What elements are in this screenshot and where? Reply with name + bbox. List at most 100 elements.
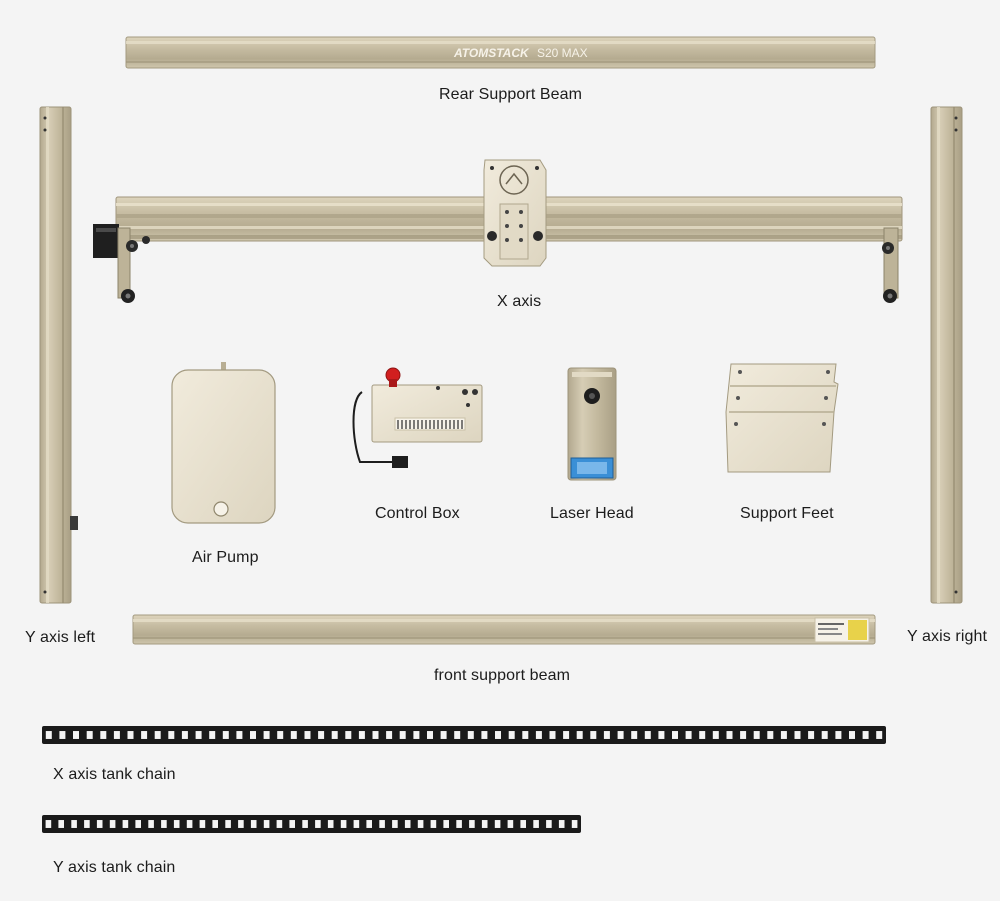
- chain-link: [195, 731, 202, 739]
- chain-link: [494, 820, 501, 828]
- chain-link: [495, 731, 501, 739]
- chain-link: [276, 820, 283, 828]
- chain-link: [617, 731, 624, 739]
- chain-link: [250, 731, 256, 739]
- chain-link: [399, 731, 406, 739]
- chain-link: [740, 731, 747, 739]
- chain-link: [302, 820, 308, 828]
- chain-link: [876, 731, 883, 739]
- chain-link: [546, 820, 552, 828]
- chain-link: [277, 731, 284, 739]
- chain-link: [481, 731, 488, 739]
- chain-link: [222, 731, 229, 739]
- chain-link: [644, 731, 651, 739]
- support-feet: [725, 363, 839, 473]
- chain-link: [73, 731, 79, 739]
- chain-link: [508, 731, 515, 739]
- chain-link: [86, 731, 93, 739]
- chain-link: [168, 731, 175, 739]
- chain-link: [699, 731, 706, 739]
- chain-link: [522, 731, 529, 739]
- chain-link: [199, 820, 206, 828]
- chain-link: [576, 731, 583, 739]
- chain-link: [148, 820, 154, 828]
- chain-link: [236, 731, 243, 739]
- chain-link: [849, 731, 855, 739]
- chain-link: [366, 820, 372, 828]
- chain-link: [173, 820, 180, 828]
- chain-link: [290, 731, 297, 739]
- beam-logo: ATOMSTACK: [453, 46, 530, 60]
- chain-link: [161, 820, 167, 828]
- chain-link: [780, 731, 787, 739]
- chain-link: [250, 820, 257, 828]
- label-y-axis-tank-chain: Y axis tank chain: [53, 859, 176, 876]
- beam-model: S20 MAX: [537, 46, 588, 60]
- chain-link: [726, 731, 733, 739]
- chain-link: [631, 731, 638, 739]
- chain-link: [100, 731, 107, 739]
- chain-link: [238, 820, 244, 828]
- chain-link: [209, 731, 216, 739]
- chain-link: [481, 820, 488, 828]
- chain-link: [304, 731, 311, 739]
- chain-link: [59, 731, 66, 739]
- control-box: [352, 367, 483, 468]
- chain-link: [794, 731, 801, 739]
- laser-head: [567, 367, 617, 481]
- chain-link: [454, 731, 461, 739]
- chain-link: [590, 731, 597, 739]
- chain-link: [658, 731, 665, 739]
- chain-link: [340, 820, 347, 828]
- chain-link: [379, 820, 385, 828]
- chain-link: [318, 731, 325, 739]
- chain-link: [113, 731, 120, 739]
- chain-link: [571, 820, 578, 828]
- air-pump: [171, 362, 276, 524]
- chain-link: [440, 731, 447, 739]
- rear-support-beam: ATOMSTACK S20 MAX: [125, 36, 876, 69]
- chain-link: [753, 731, 760, 739]
- chain-link: [835, 731, 842, 739]
- chain-link: [372, 731, 379, 739]
- label-front-support-beam: front support beam: [434, 667, 571, 684]
- x-axis-tank-chain: [42, 726, 886, 744]
- chain-link: [404, 820, 411, 828]
- chain-link: [212, 820, 218, 828]
- chain-link: [430, 820, 437, 828]
- chain-link: [417, 820, 424, 828]
- chain-link: [353, 820, 360, 828]
- chain-link: [345, 731, 352, 739]
- label-x-axis-tank-chain: X axis tank chain: [53, 766, 176, 783]
- chain-link: [563, 731, 570, 739]
- y-axis-tank-chain: [42, 815, 581, 833]
- chain-link: [141, 731, 148, 739]
- chain-link: [127, 731, 134, 739]
- label-laser-head: Laser Head: [550, 505, 634, 522]
- chain-link: [821, 731, 828, 739]
- chain-link: [96, 820, 103, 828]
- chain-link: [186, 820, 193, 828]
- chain-link: [862, 731, 869, 739]
- chain-link: [603, 731, 610, 739]
- chain-link: [808, 731, 815, 739]
- chain-link: [427, 731, 433, 739]
- chain-link: [263, 820, 270, 828]
- chain-link: [685, 731, 692, 739]
- chain-link: [263, 731, 270, 739]
- chain-link: [225, 820, 231, 828]
- chain-link: [467, 731, 474, 739]
- chain-link: [122, 820, 129, 828]
- y-left-bracket: [70, 516, 78, 530]
- chain-link: [45, 731, 52, 739]
- label-control-box: Control Box: [375, 505, 460, 522]
- chain-link: [289, 820, 295, 828]
- label-y-axis-right: Y axis right: [907, 628, 988, 645]
- chain-link: [154, 731, 161, 739]
- chain-link: [413, 731, 420, 739]
- chain-link: [469, 820, 475, 828]
- chain-link: [712, 731, 719, 739]
- label-air-pump: Air Pump: [192, 549, 259, 566]
